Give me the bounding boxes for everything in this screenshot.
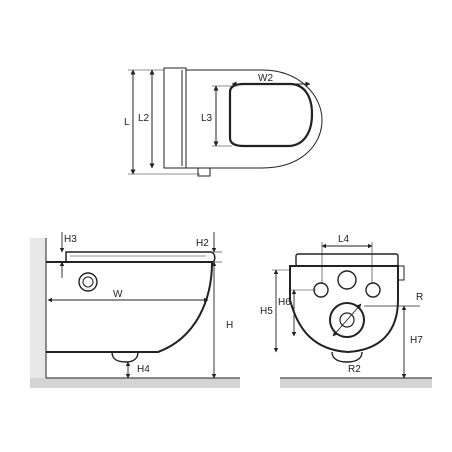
- label-L2: L2: [138, 113, 150, 124]
- label-R2: R2: [348, 364, 361, 375]
- top-view-connector: [197, 167, 211, 177]
- dim-R2-line: [332, 303, 362, 337]
- label-L4: L4: [338, 234, 350, 245]
- label-L: L: [124, 117, 130, 128]
- label-W: W: [113, 289, 123, 300]
- label-H5: H5: [260, 306, 273, 317]
- front-view-drain-outer: [329, 302, 365, 338]
- front-view-bottom: [331, 351, 363, 363]
- label-H6: H6: [278, 297, 291, 308]
- front-view-inlet: [337, 270, 357, 290]
- top-view: [128, 67, 323, 177]
- label-L3: L3: [201, 113, 213, 124]
- label-H3: H3: [64, 234, 77, 245]
- label-H2: H2: [196, 238, 209, 249]
- label-W2: W2: [258, 73, 273, 84]
- top-view-bowl-outline: [186, 69, 323, 169]
- label-H: H: [226, 320, 233, 331]
- side-view-wall: [30, 238, 46, 378]
- side-view-drain: [111, 351, 139, 363]
- side-view-seat: [65, 251, 216, 263]
- label-H7: H7: [410, 335, 423, 346]
- label-R: R: [416, 292, 423, 303]
- front-view-fixing-hole-right: [365, 282, 381, 298]
- side-view-connector-inner: [82, 276, 94, 288]
- side-view: [30, 232, 240, 388]
- front-view-body: [289, 265, 399, 354]
- front-view-seat-top: [295, 253, 399, 267]
- side-view-connector-outer: [78, 272, 98, 292]
- front-view-floor: [280, 378, 432, 388]
- side-view-bowl-body: [46, 261, 214, 353]
- side-view-floor: [30, 378, 240, 388]
- top-view-seat-opening: [228, 82, 314, 148]
- front-view-fixing-hole-left: [313, 282, 329, 298]
- label-H4: H4: [137, 364, 150, 375]
- front-view: [272, 242, 432, 388]
- top-view-back-panel: [163, 67, 187, 169]
